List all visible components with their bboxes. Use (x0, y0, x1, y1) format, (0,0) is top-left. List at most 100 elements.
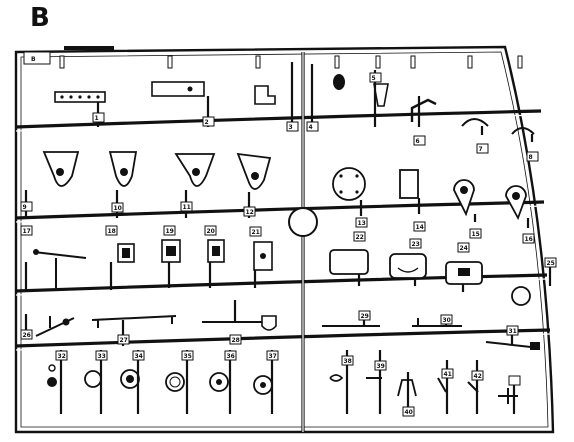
part-arc (511, 127, 535, 135)
part-number-box (440, 314, 453, 325)
part-number-text: 8 (529, 154, 533, 161)
part-cone (373, 83, 389, 107)
part-number-label: 10 (111, 202, 124, 213)
part-number-label: 34 (132, 350, 145, 361)
gate-stub (255, 55, 261, 69)
runner-horizontal (15, 109, 542, 129)
part-number-box (441, 368, 454, 379)
part-number-label: 7 (476, 143, 489, 154)
part-number-label: 11 (180, 201, 193, 212)
part-number-label: 41 (441, 368, 454, 379)
part-pin (460, 186, 468, 194)
part-ring-inner (169, 376, 181, 388)
part-number-label: 42 (471, 370, 484, 381)
part-spade (261, 315, 277, 331)
part-ring (511, 286, 531, 306)
part-number-box (163, 225, 176, 236)
sprue-letter: B (30, 3, 50, 33)
part-number-text: 2 (205, 119, 209, 126)
gate-stub (467, 55, 473, 69)
gate-stub (517, 55, 523, 69)
part-hole (96, 95, 100, 99)
part-number-box (409, 238, 422, 249)
part-number-label: 24 (457, 242, 470, 253)
part-number-label: 9 (20, 201, 33, 212)
part-number-box (92, 112, 105, 123)
part-number-label: 39 (374, 360, 387, 371)
part-number-label: 2 (202, 116, 215, 127)
gate-stub (59, 55, 65, 69)
part-number-text: 19 (166, 228, 174, 235)
part-number-label: 21 (249, 226, 262, 237)
part-number-label: 32 (55, 350, 68, 361)
part-number-text: 22 (356, 234, 364, 241)
part-number-text: 21 (252, 229, 260, 236)
part-number-text: 30 (443, 317, 451, 324)
part-bar (91, 315, 177, 328)
part-number-text: 34 (135, 353, 143, 360)
runner-horizontal (15, 328, 551, 348)
part-hole (260, 253, 266, 259)
part-number-box (522, 233, 535, 244)
part-number-box (95, 350, 108, 361)
part-number-text: 20 (207, 228, 215, 235)
part-hole (69, 95, 73, 99)
part-core (212, 246, 220, 256)
part-number-box (476, 143, 489, 154)
part-pin (56, 168, 64, 176)
part-number-label: 25 (544, 257, 557, 268)
part-number-text: 4 (309, 124, 313, 131)
part-number-text: 35 (184, 353, 192, 360)
part-number-label: 37 (266, 350, 279, 361)
part-number-label (508, 375, 521, 386)
part-hole (339, 190, 343, 194)
gate-stub (410, 55, 416, 69)
part-number-label: 6 (413, 135, 426, 146)
part-mount (453, 179, 475, 217)
part-number-text: 3 (289, 124, 293, 131)
part-number-box (204, 225, 217, 236)
part-pin (512, 192, 520, 200)
part-number-label: 16 (522, 233, 535, 244)
part-number-label: 5 (369, 72, 382, 83)
part-cap (530, 342, 540, 350)
part-hole (187, 86, 193, 92)
part-number-label: 38 (341, 355, 354, 366)
part-number-box (20, 329, 33, 340)
part-hinge (236, 152, 272, 190)
part-number-box (105, 225, 118, 236)
part-number-label: 33 (95, 350, 108, 361)
runner-highlight (15, 205, 545, 223)
part-number-box (132, 350, 145, 361)
gate-stub (334, 55, 340, 69)
part-number-label: 1 (92, 112, 105, 123)
part-number-box (20, 201, 33, 212)
part-hub (126, 375, 134, 383)
part-rod (412, 318, 462, 327)
part-number-text: 37 (269, 353, 277, 360)
part-number-text: 15 (472, 231, 480, 238)
part-number-text: 14 (416, 224, 424, 231)
part-number-label: 28 (229, 334, 242, 345)
part-number-text: 29 (361, 313, 369, 320)
part-hole (355, 174, 359, 178)
sprue-frame (14, 45, 555, 434)
part-number-text: 33 (98, 353, 106, 360)
part-knob (62, 318, 70, 326)
part-slot (397, 267, 419, 273)
part-panel (329, 249, 369, 275)
part-core (122, 248, 130, 258)
part-number-box (469, 228, 482, 239)
part-number-box (55, 350, 68, 361)
part-number-box (526, 151, 539, 162)
part-number-box (353, 231, 366, 242)
part-number-label: 36 (224, 350, 237, 361)
part-arc (461, 118, 489, 127)
part-number-box (181, 350, 194, 361)
sprue-frame-inner (20, 51, 549, 428)
part-number-box (111, 202, 124, 213)
part-bracket (254, 85, 276, 105)
part-number-text: 11 (183, 204, 191, 211)
part-block (151, 81, 205, 97)
part-hole (60, 95, 64, 99)
